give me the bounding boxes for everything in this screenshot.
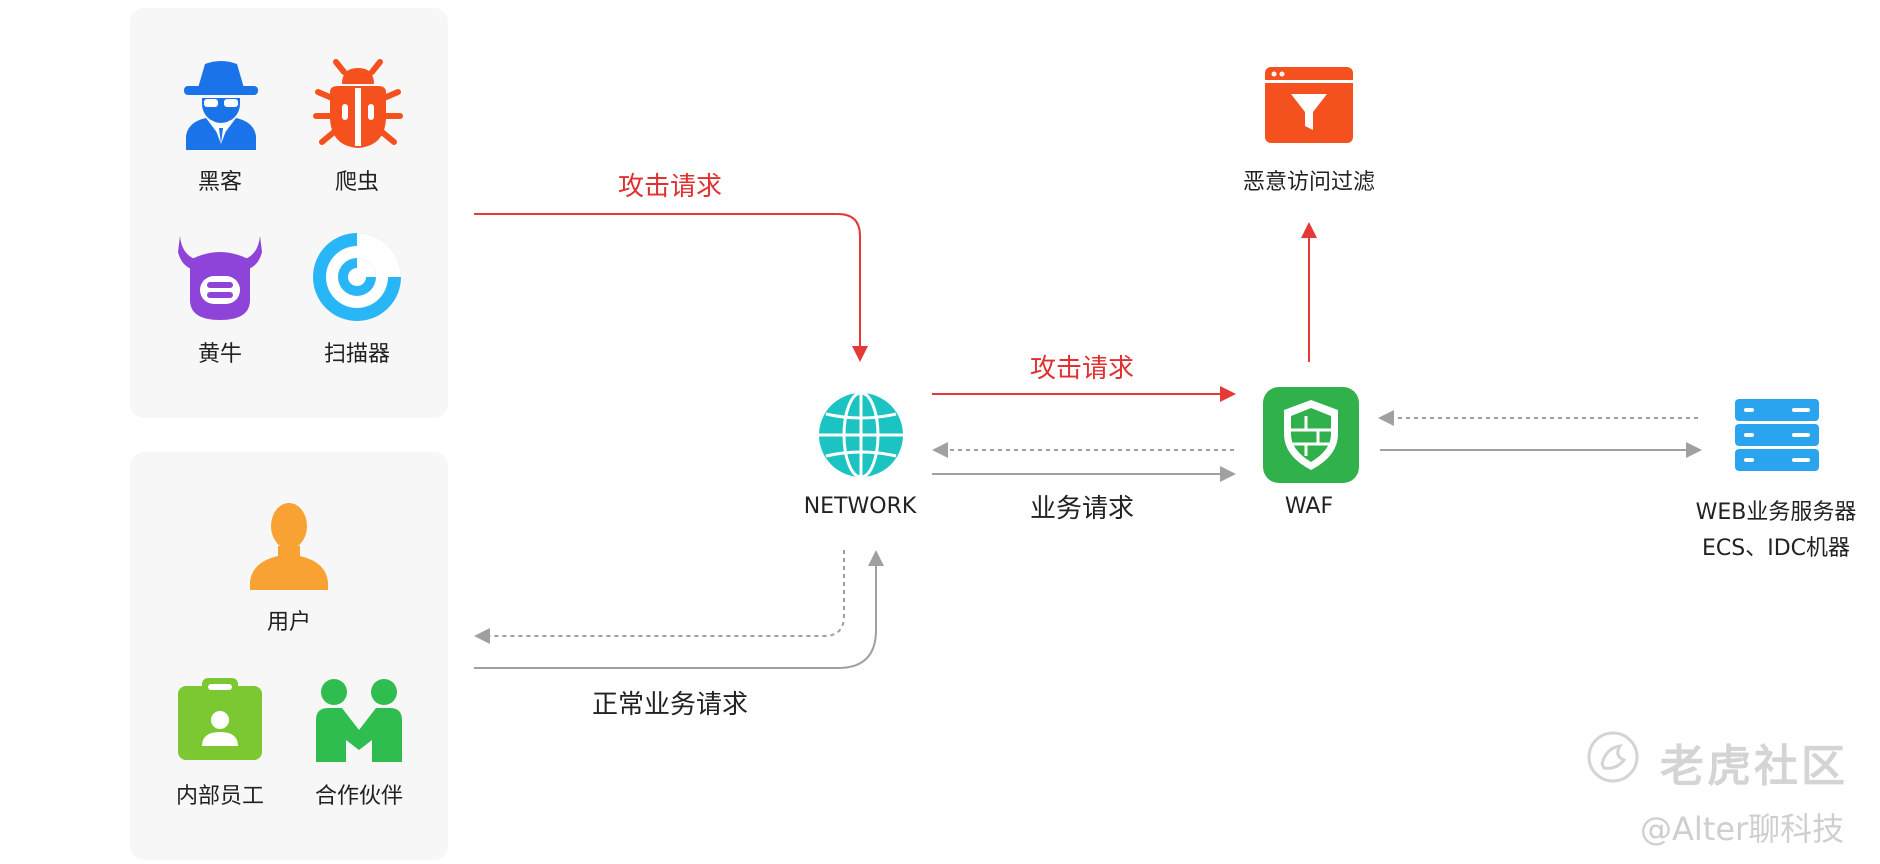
server-icon <box>1735 399 1819 471</box>
actor-label-scanner: 扫描器 <box>323 342 391 367</box>
watermark-brand: 老虎社区 <box>1660 741 1848 792</box>
community-logo-icon <box>1587 731 1639 783</box>
network-label: NETWORK <box>803 494 917 519</box>
response-arrow-to-users <box>474 550 845 644</box>
server-label-line2: ECS、IDC机器 <box>1701 536 1851 561</box>
actor-label-scalper: 黄牛 <box>197 342 243 367</box>
malicious-actors-panel <box>130 8 448 418</box>
filter-label: 恶意访问过滤 <box>1242 170 1376 195</box>
user-icon <box>250 503 328 590</box>
badge-icon <box>178 678 262 760</box>
filter-window-icon <box>1265 67 1353 143</box>
flow-label-business: 业务请求 <box>1029 494 1135 524</box>
watermark-handle: @Alter聊科技 <box>1640 810 1845 848</box>
scalper-icon <box>178 236 262 320</box>
actor-label-employee: 内部员工 <box>175 784 265 809</box>
bug-icon <box>313 59 403 148</box>
globe-icon <box>819 392 903 478</box>
actor-label-hacker: 黑客 <box>197 170 243 195</box>
waf-label: WAF <box>1284 494 1334 519</box>
waf-shield-icon <box>1263 387 1359 483</box>
scanner-icon <box>313 233 401 321</box>
server-label-line1: WEB业务服务器 <box>1695 500 1857 525</box>
hacker-icon <box>184 61 258 150</box>
flow-label-normal-business: 正常业务请求 <box>591 690 749 720</box>
actor-label-user: 用户 <box>266 610 312 635</box>
partners-icon <box>316 679 402 762</box>
actor-label-partners: 合作伙伴 <box>314 784 404 809</box>
actor-label-bug: 爬虫 <box>334 170 380 195</box>
attack-arrow-to-network <box>474 213 868 362</box>
flow-label-attack-mid: 攻击请求 <box>1029 354 1135 384</box>
normal-arrow-to-network <box>474 550 884 669</box>
flow-label-attack-left: 攻击请求 <box>617 172 723 202</box>
